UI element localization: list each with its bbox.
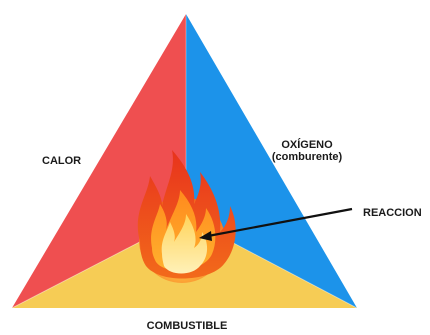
combustible-label: COMBUSTIBLE xyxy=(146,320,228,332)
reaccion-label: REACCION xyxy=(363,207,422,219)
reaccion-arrow xyxy=(199,207,353,241)
fire-icon xyxy=(137,150,236,283)
calor-label: CALOR xyxy=(42,155,82,167)
oxigeno-title: OXÍGENO xyxy=(281,139,333,151)
comburente-subtitle: (comburente) xyxy=(271,151,343,163)
oxigeno-label: OXÍGENO (comburente) xyxy=(265,139,349,163)
